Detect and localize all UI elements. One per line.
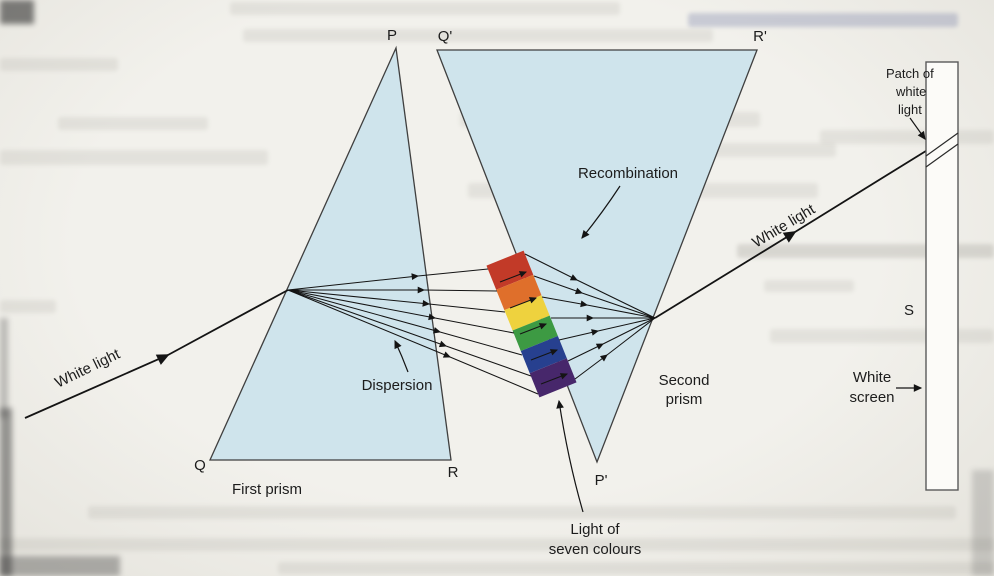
spectrum-stripe-red <box>486 250 534 290</box>
converging-ray <box>558 317 656 341</box>
patch-label-line3: light <box>898 102 922 117</box>
white-light-emergent-label: White light <box>749 200 818 251</box>
white-screen-shape <box>925 61 959 491</box>
white-light-patch <box>925 132 959 157</box>
spectrum-stripe-orange <box>496 274 542 311</box>
converging-ray <box>524 253 656 319</box>
dispersed-rays <box>287 268 539 395</box>
white-light-incident-label: White light <box>52 345 123 391</box>
vertex-label-p: P <box>387 27 397 44</box>
recombination-label: Recombination <box>578 165 678 182</box>
ray-arrow <box>530 349 558 361</box>
vertex-label-q: Q <box>194 457 206 474</box>
converging-rays <box>524 253 656 380</box>
spectrum-ray-arrows <box>499 271 568 385</box>
patch-label-line2: white <box>895 84 926 99</box>
vertex-label-q-prime: Q' <box>438 28 453 45</box>
ray-arrow <box>519 323 547 335</box>
converging-ray <box>574 317 656 380</box>
converging-ray <box>541 296 656 319</box>
converging-ray <box>567 317 656 362</box>
first-prism-label: First prism <box>232 481 302 498</box>
seven-colours-label-line2: seven colours <box>549 541 642 558</box>
second-prism-shape <box>436 49 758 464</box>
dispersed-ray <box>287 289 532 377</box>
white-screen-label-line2: screen <box>849 389 894 406</box>
vertex-label-r-prime: R' <box>753 28 767 45</box>
dispersed-ray <box>287 289 506 313</box>
spectrum-stripe-yellow <box>504 295 550 331</box>
ray-arrow <box>540 373 568 385</box>
recombination-arrow <box>581 185 621 239</box>
dispersion-label: Dispersion <box>362 377 433 394</box>
white-screen-label-line1: White <box>853 369 891 386</box>
seven-colours-label-line1: Light of <box>570 521 620 538</box>
dispersion-arrow <box>394 339 409 373</box>
spectrum-stripe-violet <box>529 358 577 398</box>
ray-arrow <box>499 271 527 283</box>
dispersed-ray <box>287 289 539 395</box>
ray-arrow <box>509 297 537 309</box>
emergent-white-light-ray <box>654 145 935 319</box>
patch-arrow <box>909 117 926 140</box>
vertex-label-r: R <box>448 464 459 481</box>
incident-white-light-ray <box>24 289 289 419</box>
dispersed-ray <box>287 289 515 334</box>
second-prism-label-line2: prism <box>666 391 703 408</box>
dispersed-ray <box>287 289 523 356</box>
dispersed-ray <box>288 286 498 294</box>
screen-letter-label: S <box>904 302 914 319</box>
second-prism-label-line1: Second <box>659 372 710 389</box>
patch-label-line1: Patch of <box>886 66 934 81</box>
vertex-label-p-prime: P' <box>595 472 608 489</box>
first-prism-shape <box>208 45 452 461</box>
dispersed-ray <box>287 268 489 291</box>
white-light-patch <box>925 143 959 168</box>
converging-ray <box>533 275 656 319</box>
seven-colours-arrow <box>556 399 584 513</box>
